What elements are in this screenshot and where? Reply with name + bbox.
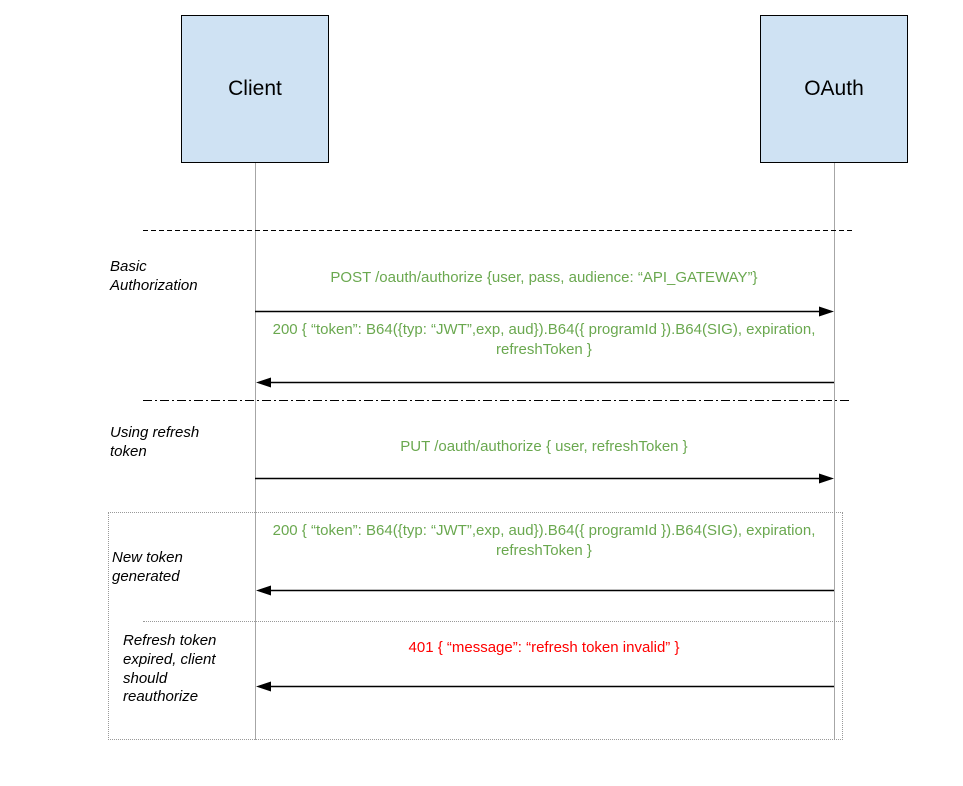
section-label-basic-authorization: Basic Authorization <box>110 258 198 294</box>
message-token-response-first: 200 { “token”: B64({typ: “JWT”,exp, aud}… <box>272 321 816 359</box>
actor-box-oauth: OAuth <box>760 15 908 163</box>
section-label-refresh-token-expired: Refresh token expired, client should rea… <box>123 632 217 706</box>
arrowhead-right-post-authorize <box>819 306 834 317</box>
actor-box-client: Client <box>181 15 329 163</box>
fragment-box-refresh-outcomes <box>108 512 843 740</box>
message-token-response-second: 200 { “token”: B64({typ: “JWT”,exp, aud}… <box>272 522 816 560</box>
fragment-divider <box>143 621 843 622</box>
message-put-refresh: PUT /oauth/authorize { user, refreshToke… <box>400 438 688 455</box>
message-unauthorized-response: 401 { “message”: “refresh token invalid”… <box>408 639 680 656</box>
message-post-authorize: POST /oauth/authorize {user, pass, audie… <box>330 269 758 286</box>
section-label-using-refresh-token: Using refresh token <box>110 424 200 460</box>
actor-label-oauth: OAuth <box>804 77 864 100</box>
actor-label-client: Client <box>228 77 282 100</box>
arrowhead-right-put-refresh <box>819 473 834 484</box>
section-label-new-token-generated: New token generated <box>112 549 183 585</box>
arrowhead-left-token-response-first <box>256 377 271 388</box>
